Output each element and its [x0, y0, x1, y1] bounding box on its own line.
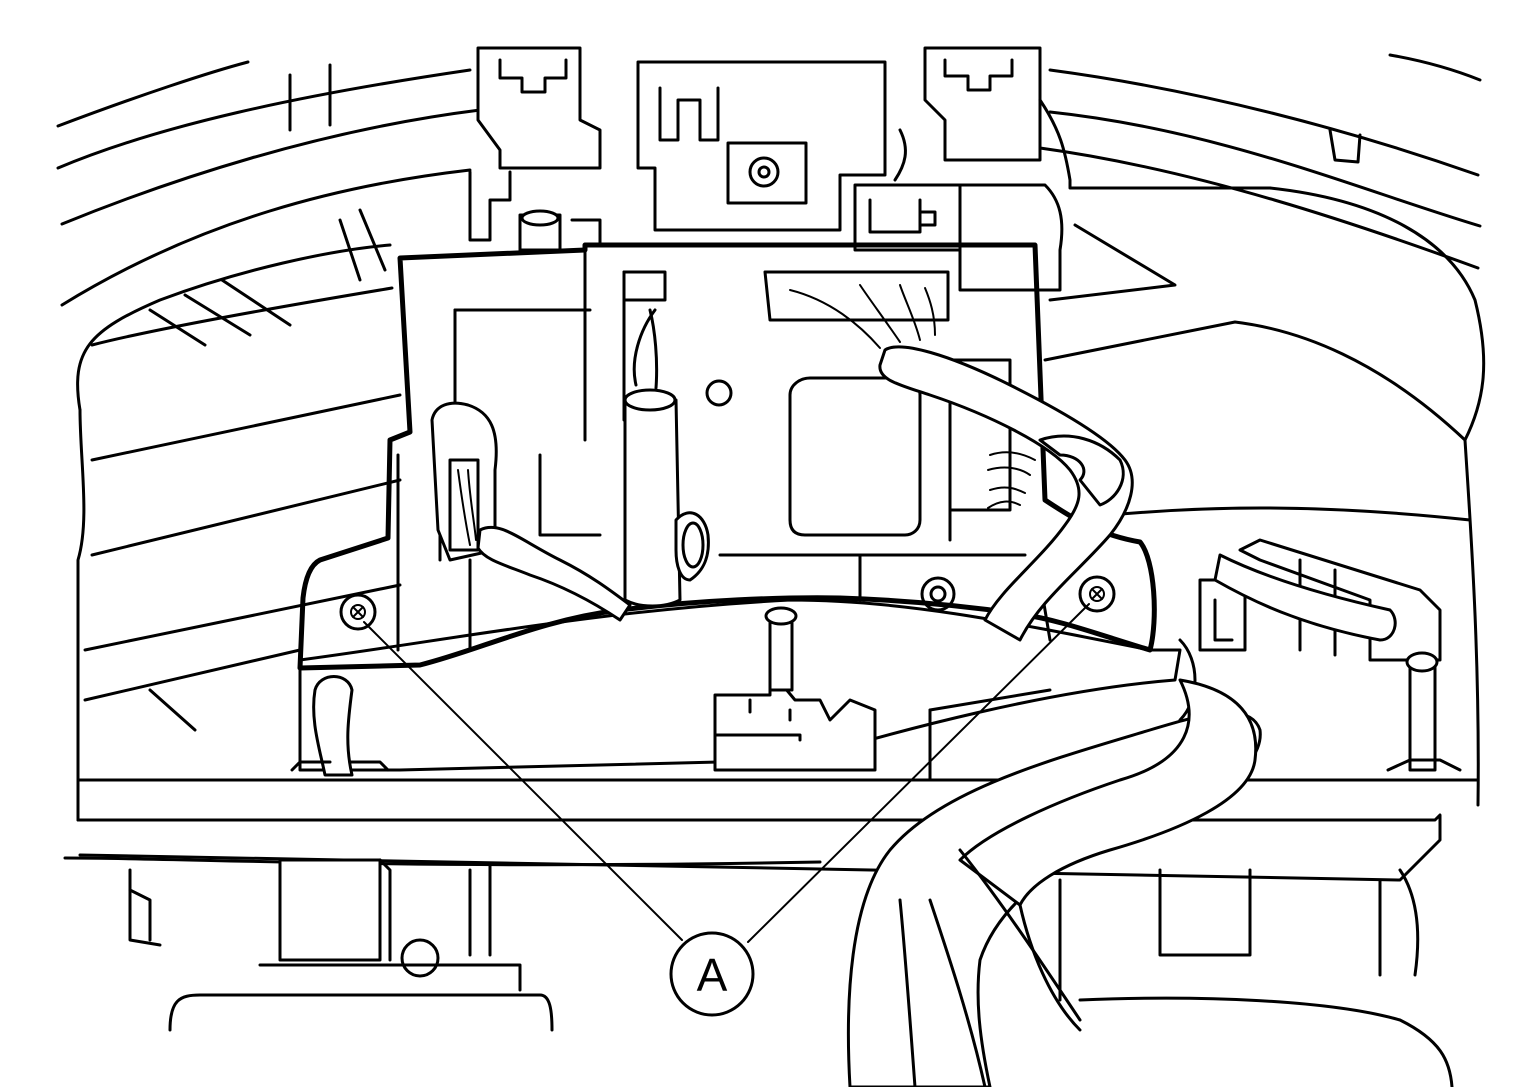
wiring-harness — [846, 678, 1262, 1087]
leader-line-left — [363, 621, 683, 941]
top-brackets — [468, 46, 1272, 292]
lower-cover — [290, 598, 1182, 782]
left-trim-panels — [76, 208, 402, 822]
callout-a: A — [363, 603, 1090, 1017]
right-trim-panels — [1043, 186, 1486, 807]
control-unit-highlighted — [297, 242, 1157, 671]
dashboard-upper-lines — [56, 53, 1482, 307]
lower-column-structures — [63, 778, 1480, 1087]
callout-a-circle — [669, 931, 755, 1017]
callout-a-label: A — [697, 949, 728, 1001]
leader-line-right — [747, 603, 1090, 943]
